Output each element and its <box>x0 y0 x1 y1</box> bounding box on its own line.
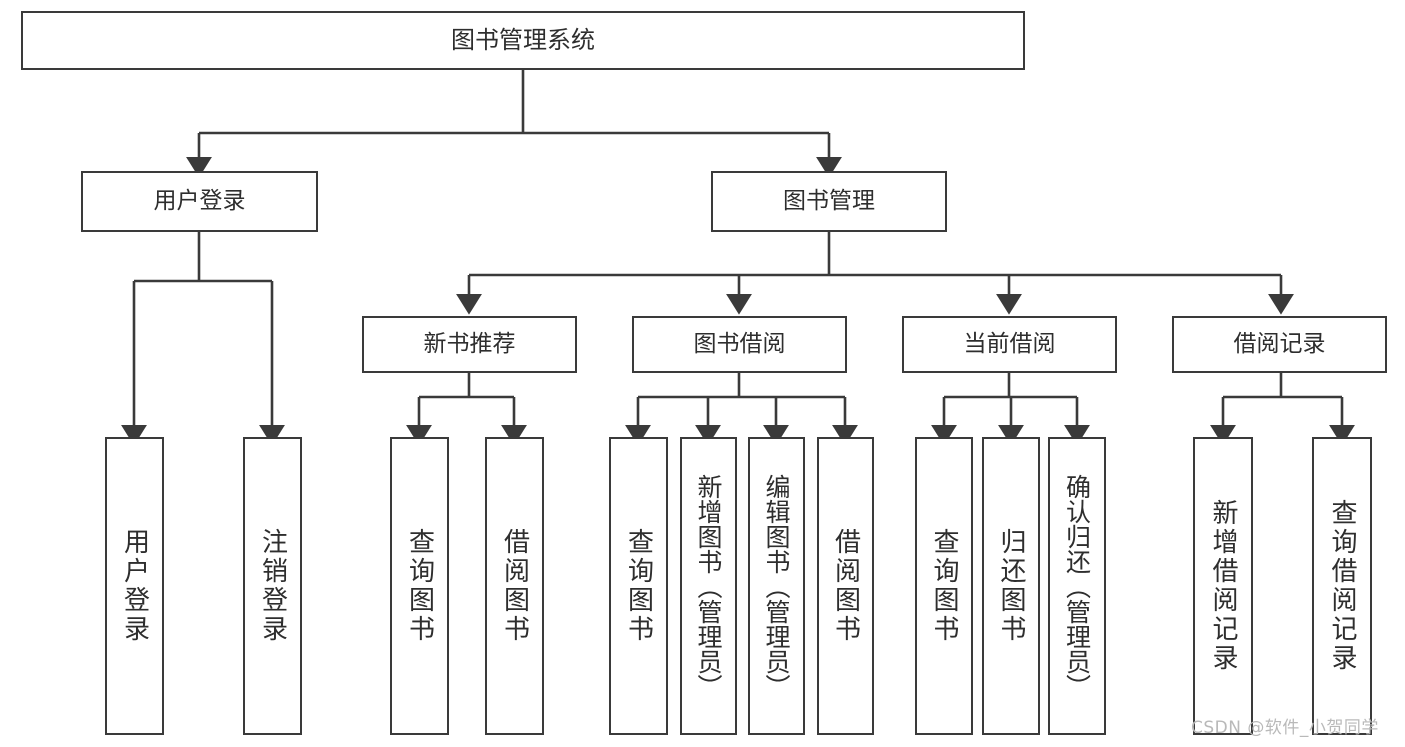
node-leaf-borrow-book-1-label: 借阅图书 <box>499 528 530 644</box>
node-leaf-add-book-label: 新增图书（管理员） <box>694 473 723 699</box>
node-leaf-query-book-1[interactable]: 查询图书 <box>390 437 449 735</box>
node-leaf-edit-book[interactable]: 编辑图书（管理员） <box>748 437 805 735</box>
node-leaf-logout-label: 注销登录 <box>257 528 288 644</box>
node-leaf-user-login[interactable]: 用户登录 <box>105 437 164 735</box>
node-leaf-query-record[interactable]: 查询借阅记录 <box>1312 437 1372 735</box>
node-user-login[interactable]: 用户登录 <box>81 171 318 232</box>
watermark-text: CSDN @软件_小贺同学 <box>1191 718 1379 738</box>
node-leaf-borrow-book-2[interactable]: 借阅图书 <box>817 437 874 735</box>
node-book-borrow[interactable]: 图书借阅 <box>632 316 847 373</box>
node-leaf-confirm-return[interactable]: 确认归还（管理员） <box>1048 437 1106 735</box>
node-new-book-recommend-label: 新书推荐 <box>423 330 516 357</box>
node-leaf-return-book[interactable]: 归还图书 <box>982 437 1040 735</box>
node-leaf-query-book-2[interactable]: 查询图书 <box>609 437 668 735</box>
node-book-borrow-label: 图书借阅 <box>693 330 786 357</box>
node-leaf-query-book-3[interactable]: 查询图书 <box>915 437 973 735</box>
node-current-borrow[interactable]: 当前借阅 <box>902 316 1117 373</box>
node-root-label: 图书管理系统 <box>451 26 595 55</box>
node-leaf-logout[interactable]: 注销登录 <box>243 437 302 735</box>
node-new-book-recommend[interactable]: 新书推荐 <box>362 316 577 373</box>
node-leaf-add-book[interactable]: 新增图书（管理员） <box>680 437 737 735</box>
node-current-borrow-label: 当前借阅 <box>963 330 1056 357</box>
node-leaf-add-record-label: 新增借阅记录 <box>1208 499 1238 673</box>
node-borrow-record-label: 借阅记录 <box>1233 330 1326 357</box>
node-leaf-query-book-3-label: 查询图书 <box>929 528 959 644</box>
node-leaf-return-book-label: 归还图书 <box>996 528 1026 644</box>
node-leaf-query-book-1-label: 查询图书 <box>404 528 435 644</box>
node-leaf-edit-book-label: 编辑图书（管理员） <box>762 473 791 699</box>
node-root[interactable]: 图书管理系统 <box>21 11 1025 70</box>
node-leaf-query-book-2-label: 查询图书 <box>623 528 654 644</box>
node-book-management[interactable]: 图书管理 <box>711 171 947 232</box>
node-leaf-borrow-book-2-label: 借阅图书 <box>830 528 861 644</box>
node-book-management-label: 图书管理 <box>783 187 875 214</box>
node-leaf-borrow-book-1[interactable]: 借阅图书 <box>485 437 544 735</box>
node-leaf-add-record[interactable]: 新增借阅记录 <box>1193 437 1253 735</box>
node-borrow-record[interactable]: 借阅记录 <box>1172 316 1387 373</box>
node-leaf-query-record-label: 查询借阅记录 <box>1327 499 1357 673</box>
node-leaf-user-login-label: 用户登录 <box>119 528 150 644</box>
node-leaf-confirm-return-label: 确认归还（管理员） <box>1062 473 1092 699</box>
node-user-login-label: 用户登录 <box>153 187 246 214</box>
